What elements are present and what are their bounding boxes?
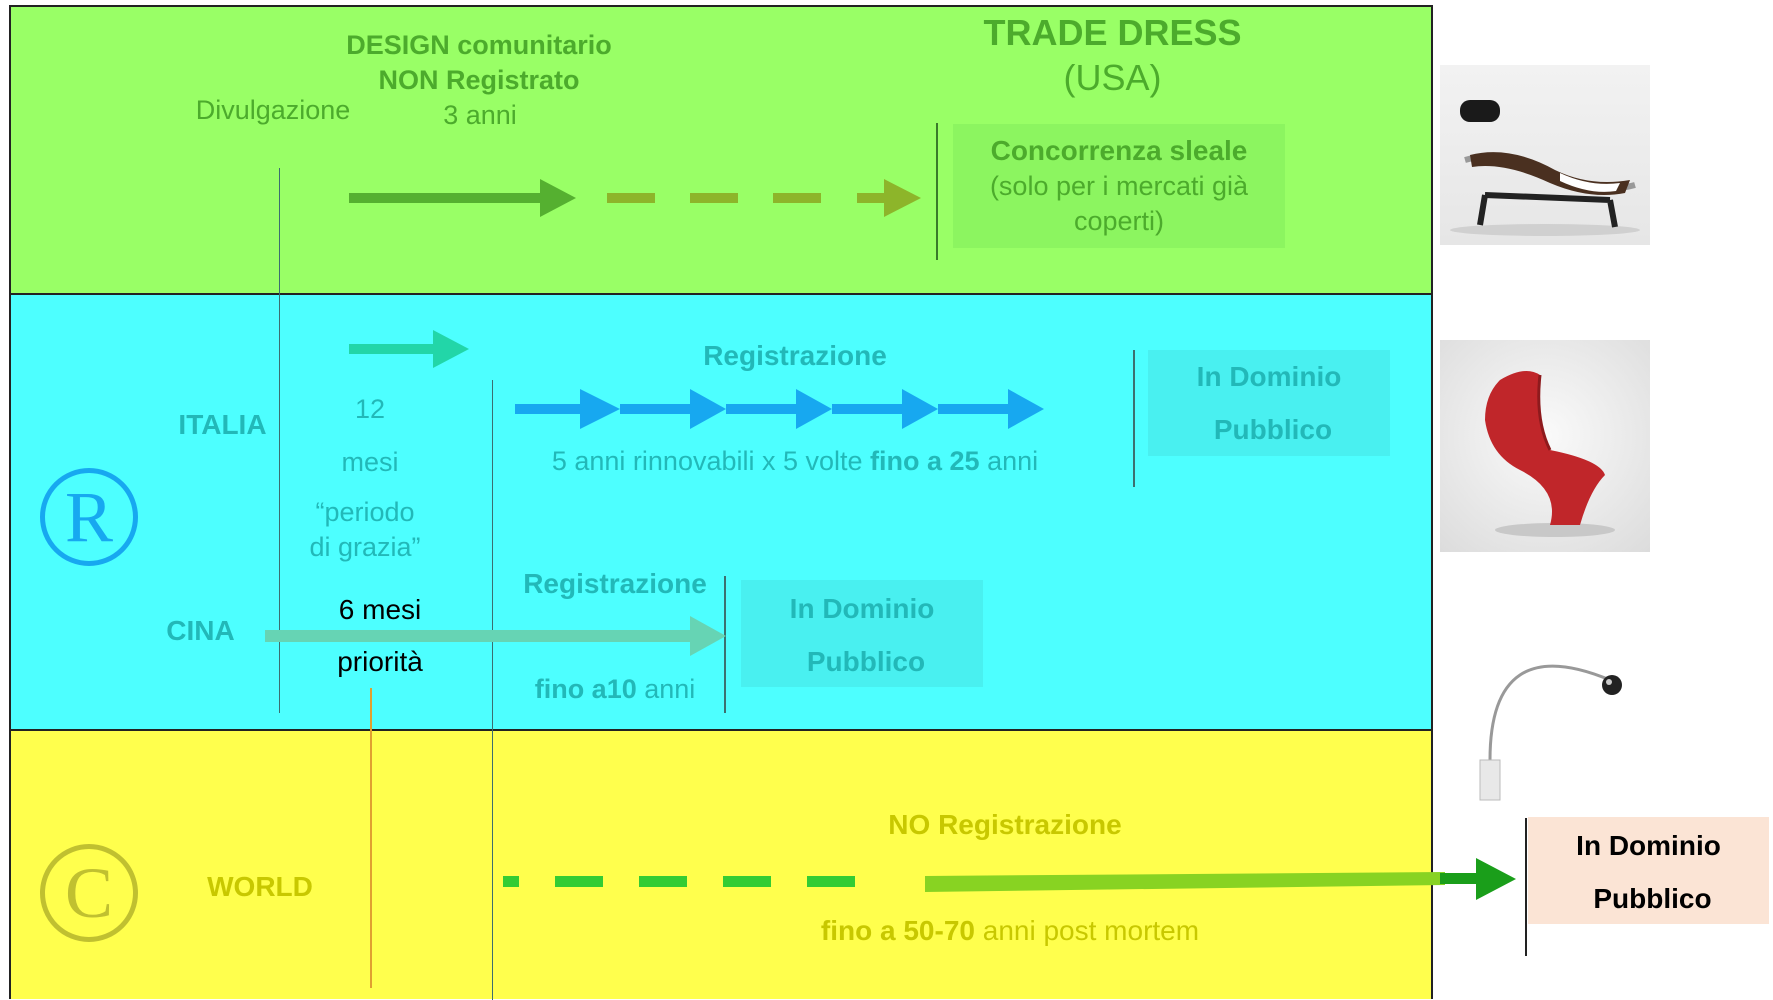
italia-duration-a: 5 anni rinnovabili x 5 volte xyxy=(551,446,871,476)
lounge-chair-drawing xyxy=(1450,100,1640,236)
copyright-duration-a: fino a 50-70 xyxy=(820,915,975,946)
italia-public-line xyxy=(1133,350,1135,487)
italia-public-domain-box xyxy=(1148,350,1390,456)
copyright-end-line xyxy=(1525,818,1527,956)
cina-duration-b: anni xyxy=(636,674,696,704)
copyright-duration-b: anni post mortem xyxy=(974,915,1200,946)
copyright-arrow xyxy=(925,858,1516,900)
design-title-2: NON Registrato xyxy=(378,65,580,95)
copyright-duration: fino a 50-70 anni post mortem xyxy=(780,917,1240,945)
grace-quote-2: di grazia” xyxy=(309,532,421,562)
lounge-chair-image xyxy=(1440,65,1650,245)
copyright-symbol: © C xyxy=(40,844,138,942)
cina-duration-a: fino a10 xyxy=(534,674,637,704)
registration-start-line xyxy=(492,380,493,1000)
italia-public-domain-2: Pubblico xyxy=(1213,414,1333,445)
copyright-public-domain-box xyxy=(1528,817,1769,924)
concorrenza-title: Concorrenza sleale xyxy=(990,135,1248,166)
world-label: WORLD xyxy=(207,871,313,902)
italia-duration: 5 anni rinnovabili x 5 volte fino a 25 a… xyxy=(520,448,1070,475)
copyright-dashes xyxy=(503,876,855,887)
cina-reg-end-line xyxy=(724,576,726,713)
grace-quote-1: “periodo xyxy=(315,497,415,527)
trade-dress-subtitle: (USA) xyxy=(1063,57,1162,98)
registered-symbol: ® R xyxy=(40,468,138,566)
italia-label: ITALIA xyxy=(178,409,267,440)
cina-public-domain-2: Pubblico xyxy=(806,646,926,677)
trade-dress-line xyxy=(936,123,938,260)
cina-public-domain-box xyxy=(741,580,983,687)
cina-arrow xyxy=(265,616,726,656)
no-registrazione: NO Registrazione xyxy=(888,809,1122,840)
italia-registrazione: Registrazione xyxy=(703,340,887,371)
design-duration: 3 anni xyxy=(443,100,517,130)
italia-duration-c: anni xyxy=(979,446,1039,476)
copyright-c: C xyxy=(64,853,114,933)
trade-dress-title: TRADE DRESS xyxy=(983,12,1242,53)
priority-line xyxy=(370,688,372,988)
grace-unit: mesi xyxy=(341,447,399,477)
copyright-public-domain-1: In Dominio xyxy=(1576,830,1721,861)
divulgazione-label: Divulgazione xyxy=(195,95,351,125)
cina-duration: fino a10 anni xyxy=(505,676,725,703)
concorrenza-line2: (solo per i mercati già xyxy=(989,171,1249,201)
design-arrow xyxy=(349,179,576,217)
italia-renewal-arrows xyxy=(515,389,1044,429)
design-dashes xyxy=(607,179,921,217)
red-chair-drawing xyxy=(1485,371,1615,537)
grace-number: 12 xyxy=(354,394,386,424)
grace-period-arrow xyxy=(349,330,469,368)
arc-lamp-image xyxy=(1470,620,1640,810)
concorrenza-box xyxy=(953,124,1285,248)
priority-months: 6 mesi xyxy=(338,594,422,625)
cina-label: CINA xyxy=(166,615,235,646)
priority-word: priorità xyxy=(337,646,423,677)
divulgazione-line xyxy=(279,168,280,713)
cina-registrazione: Registrazione xyxy=(523,568,707,599)
copyright-band xyxy=(9,729,1433,999)
registered-r: R xyxy=(64,477,114,557)
cina-public-domain-1: In Dominio xyxy=(789,593,935,624)
red-chair-image xyxy=(1440,340,1650,552)
italia-public-domain-1: In Dominio xyxy=(1196,361,1342,392)
arc-lamp-drawing xyxy=(1479,664,1622,801)
design-title-1: DESIGN comunitario xyxy=(346,30,612,60)
concorrenza-line3: coperti) xyxy=(1073,206,1165,236)
copyright-public-domain-2: Pubblico xyxy=(1593,883,1712,914)
italia-duration-b: fino a 25 xyxy=(870,446,980,476)
